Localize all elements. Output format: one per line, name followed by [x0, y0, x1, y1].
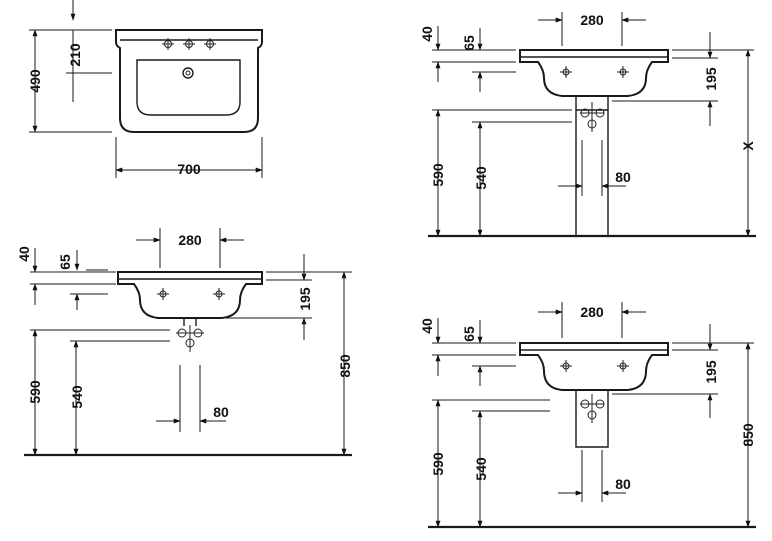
- dim-195-a: 195: [297, 287, 313, 311]
- tap-holes: [162, 38, 216, 50]
- drain-icon: [182, 67, 194, 79]
- dim-80-b: 80: [615, 169, 631, 185]
- dim-195-b: 195: [703, 67, 719, 91]
- bowl-outline: [136, 59, 241, 116]
- dim-depth-490: 490: [27, 69, 43, 93]
- top-view: 490 210 700: [27, 0, 263, 178]
- dim-40-b: 40: [419, 26, 435, 42]
- dim-tap-offset-210: 210: [67, 43, 83, 67]
- front-view-a: 280 40 65 195 850 590 540 80: [16, 228, 353, 457]
- semi-pedestal-view-c: 280 40 65 195 850 590 540 80: [419, 302, 756, 529]
- dim-540-b: 540: [473, 166, 489, 190]
- trap-icon-a: [176, 318, 204, 352]
- dim-280-c: 280: [580, 304, 604, 320]
- dim-850-c: 850: [740, 423, 756, 447]
- dim-80-a: 80: [213, 404, 229, 420]
- basin-front-c: [519, 342, 669, 391]
- dim-width-700: 700: [177, 161, 201, 177]
- dim-280-a: 280: [178, 232, 202, 248]
- trap-icon-b: [580, 102, 605, 132]
- dim-540-a: 540: [69, 385, 85, 409]
- pedestal-view-b: 280 40 65 195 X 590 540 80: [419, 12, 756, 238]
- basin-front-b: [519, 49, 669, 97]
- dim-65-b: 65: [461, 35, 477, 51]
- trap-icon-c: [580, 394, 605, 423]
- tap-front-b: [560, 66, 629, 78]
- dim-65-c: 65: [461, 326, 477, 342]
- dim-40-c: 40: [419, 318, 435, 334]
- dim-850-a: 850: [337, 354, 353, 378]
- dim-280-b: 280: [580, 12, 604, 28]
- dim-590-c: 590: [430, 452, 446, 476]
- dim-x-b: X: [740, 141, 756, 151]
- dim-65-a: 65: [57, 254, 73, 270]
- dim-590-a: 590: [27, 380, 43, 404]
- basin-plan-outline: [115, 29, 263, 133]
- tap-front-a: [157, 288, 225, 300]
- dim-80-c: 80: [615, 476, 631, 492]
- semi-pedestal-c: [575, 390, 609, 448]
- tap-front-c: [560, 360, 629, 372]
- dim-40-a: 40: [16, 246, 32, 262]
- dim-590-b: 590: [430, 163, 446, 187]
- dim-195-c: 195: [703, 360, 719, 384]
- dim-540-c: 540: [473, 457, 489, 481]
